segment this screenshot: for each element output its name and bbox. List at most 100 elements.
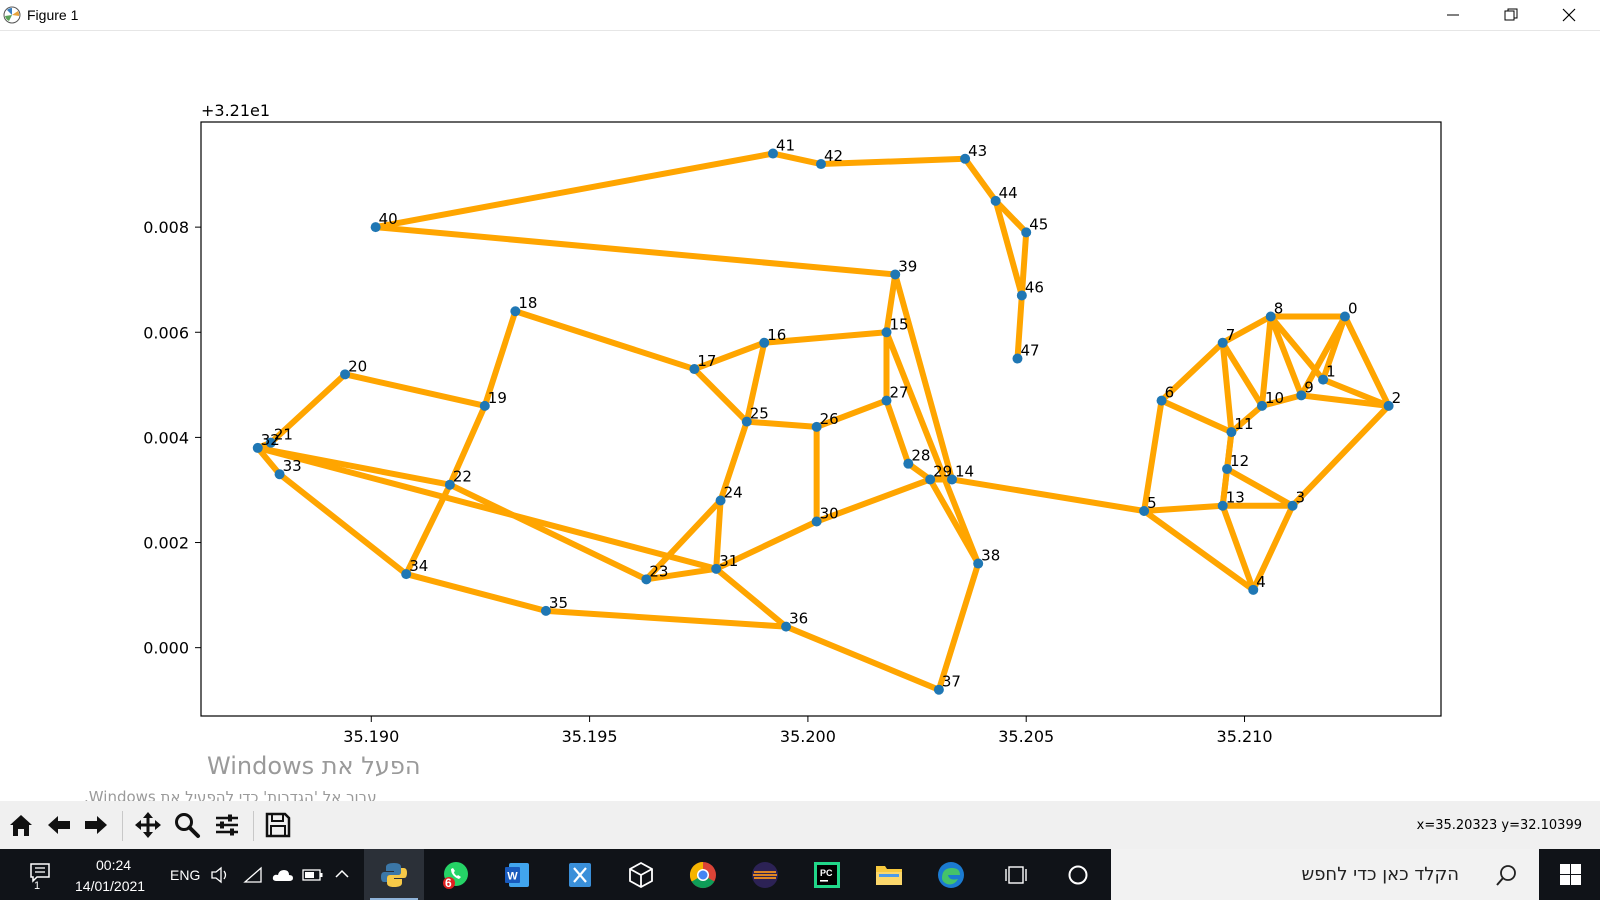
node-38 [973,558,984,569]
network-button[interactable] [240,849,266,900]
node-0 [1339,311,1350,322]
edge-42-43 [818,155,969,168]
edge-19-20 [342,371,488,409]
node-label-24: 24 [724,483,743,501]
y-tick-label: 0.002 [143,534,189,553]
battery-button[interactable] [300,849,326,900]
node-label-26: 26 [820,410,839,428]
y-tick-label: 0.004 [143,428,189,447]
node-44 [990,195,1001,206]
clock[interactable]: 00:24 14/01/2021 [68,849,162,900]
edge-40-39 [372,224,899,278]
taskbar-app-edge[interactable] [920,849,980,900]
task-view-button[interactable] [990,849,1042,900]
chevron-up-icon [335,869,349,878]
node-label-31: 31 [719,552,738,570]
toolbar-separator [253,811,254,841]
minimize-button[interactable] [1424,0,1482,30]
edge-23-24 [643,497,724,583]
configure-subplots-button[interactable] [210,808,244,842]
edge-18-19 [481,308,519,409]
onedrive-button[interactable] [270,849,296,900]
node-label-29: 29 [933,462,952,480]
start-button[interactable] [1540,849,1600,900]
whatsapp-icon [443,862,468,889]
taskbar-app-python[interactable] [364,849,424,900]
node-label-10: 10 [1265,389,1284,407]
home-button[interactable] [4,808,38,842]
node-label-47: 47 [1020,342,1039,360]
volume-button[interactable] [208,849,234,900]
pan-button[interactable] [131,808,165,842]
node-label-7: 7 [1226,326,1236,344]
notification-center-button[interactable]: 1 [8,849,66,900]
node-label-4: 4 [1256,573,1266,591]
node-17 [689,364,700,375]
edge-0-2 [1341,313,1392,409]
zoom-button[interactable] [170,808,204,842]
edge-24-25 [717,418,750,504]
y-tick-label: 0.000 [143,639,189,658]
edge-7-11 [1219,339,1235,436]
node-8 [1265,311,1276,322]
node-45 [1021,227,1032,238]
node-21 [265,437,276,448]
node-43 [960,153,971,164]
close-button[interactable] [1540,0,1598,30]
node-label-41: 41 [776,137,795,155]
node-32 [252,442,263,453]
search-placeholder: הקלד כאן כדי לחפש [1301,864,1459,885]
taskbar-app-3d-viewer[interactable] [610,849,670,900]
edge-32-33 [254,444,283,478]
edge-5-6 [1141,397,1165,514]
edge-12-3 [1224,465,1296,509]
forward-button[interactable] [79,808,113,842]
python-icon [381,863,407,887]
node-label-3: 3 [1296,489,1306,507]
node-9 [1296,390,1307,401]
edge-7-8 [1219,313,1274,346]
node-label-5: 5 [1147,494,1157,512]
node-47 [1012,353,1023,364]
node-label-19: 19 [488,389,507,407]
taskbar-app-eclipse[interactable] [734,849,794,900]
taskbar-app-chrome[interactable] [672,849,732,900]
edge-44-45 [992,197,1030,236]
clock-date: 14/01/2021 [75,878,146,894]
taskbar-app-whatsapp[interactable]: 6 [425,849,485,900]
back-icon [48,816,70,834]
edge-6-11 [1158,397,1235,436]
battery-icon [302,869,323,881]
edge-45-46 [1018,229,1030,299]
node-24 [715,495,726,506]
x-tick-label: 35.190 [343,727,399,746]
taskbar-app-word[interactable]: W [486,849,546,900]
zoom-icon [175,813,200,838]
save-button[interactable] [261,808,295,842]
node-label-32: 32 [261,431,280,449]
edge-14-5 [948,476,1148,514]
clock-time: 00:24 [96,857,132,873]
edge-22-34 [403,481,453,578]
taskbar-app-pycharm[interactable]: PC [796,849,856,900]
show-hidden-icons-button[interactable] [330,849,354,900]
node-label-20: 20 [348,357,367,375]
back-button[interactable] [42,808,76,842]
minimize-icon [1447,14,1459,16]
maximize-button[interactable] [1482,0,1540,30]
node-33 [274,469,285,480]
node-label-18: 18 [518,294,537,312]
node-label-30: 30 [820,505,839,523]
node-13 [1217,500,1228,511]
language-indicator[interactable]: ENG [170,867,201,883]
node-40 [370,222,381,233]
taskbar-app-file-explorer[interactable] [858,849,918,900]
x-tick-label: 35.195 [562,727,618,746]
cortana-button[interactable] [1052,849,1104,900]
taskbar-app-snipping[interactable] [549,849,609,900]
axis-offset-label: +3.21e1 [201,101,270,120]
restore-icon [1504,8,1518,21]
matplotlib-icon [3,6,21,24]
node-label-9: 9 [1304,378,1314,396]
taskbar-search-box[interactable]: הקלד כאן כדי לחפש [1111,849,1539,900]
